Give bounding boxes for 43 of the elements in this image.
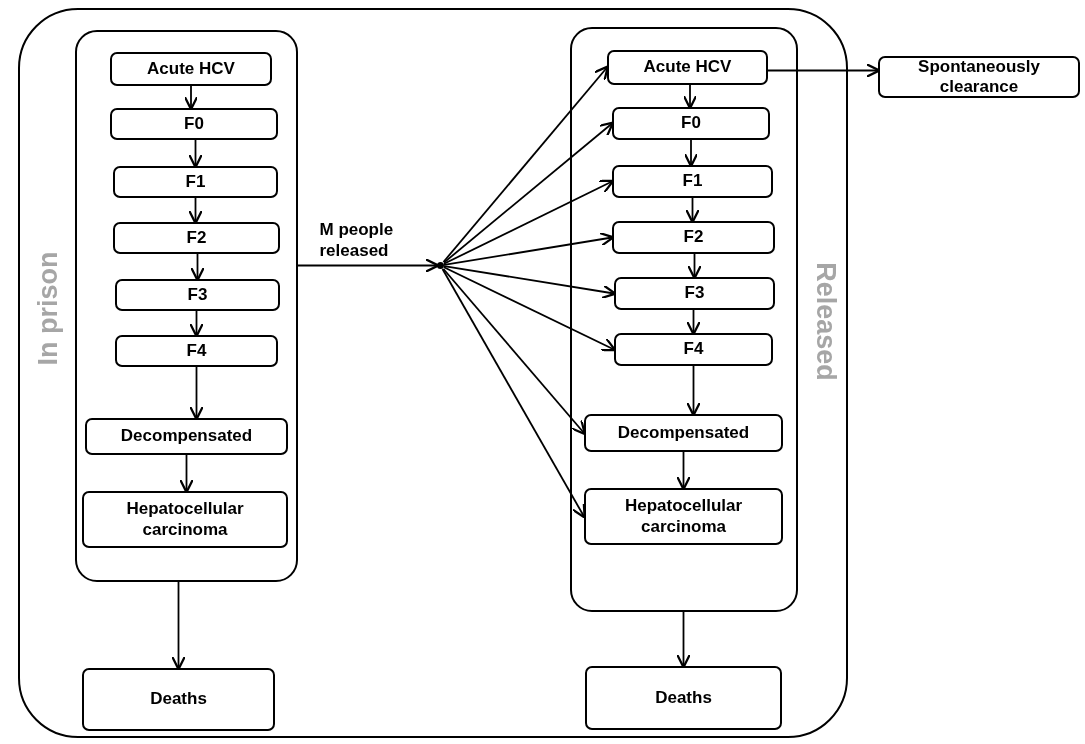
- state-box: F3: [614, 277, 775, 310]
- state-box: F4: [115, 335, 278, 367]
- arrow: [171, 581, 186, 671]
- state-box: F4: [614, 333, 773, 366]
- state-box: F0: [612, 107, 770, 140]
- state-box: Hepatocellular carcinoma: [584, 488, 783, 545]
- arrow: [188, 197, 203, 225]
- arrow: [297, 258, 440, 273]
- state-box: Deaths: [585, 666, 782, 730]
- arrow: [442, 268, 586, 436]
- arrow: [687, 253, 702, 280]
- arrow: [676, 451, 691, 491]
- arrow: [441, 268, 586, 519]
- arrow: [686, 365, 701, 417]
- state-box: Decompensated: [584, 414, 783, 452]
- group-title: Released: [809, 262, 841, 381]
- arrow: [685, 197, 700, 224]
- state-box: F2: [612, 221, 775, 254]
- arrow: [676, 611, 691, 669]
- state-box: F1: [113, 166, 278, 198]
- state-box: F0: [110, 108, 278, 140]
- state-box: Hepatocellular carcinoma: [82, 491, 288, 548]
- state-box: F3: [115, 279, 280, 311]
- arrow: [190, 253, 205, 282]
- arrow: [189, 310, 204, 338]
- state-box: F1: [612, 165, 773, 198]
- junction-dot: [437, 262, 444, 269]
- arrow: [442, 65, 609, 263]
- outer-frame: [18, 8, 848, 738]
- state-box: Acute HCV: [607, 50, 768, 85]
- state-box: Decompensated: [85, 418, 288, 455]
- arrow: [683, 139, 699, 168]
- arrow: [179, 454, 194, 494]
- arrow: [682, 84, 698, 110]
- arrow: [188, 139, 203, 169]
- state-box: Spontaneously clearance: [878, 56, 1080, 98]
- arrow: [686, 309, 701, 336]
- state-box: Deaths: [82, 668, 275, 731]
- group-title: In prison: [32, 251, 63, 365]
- arrow: [183, 85, 199, 111]
- arrow: [189, 366, 204, 421]
- state-box: F2: [113, 222, 280, 254]
- state-box: Acute HCV: [110, 52, 272, 86]
